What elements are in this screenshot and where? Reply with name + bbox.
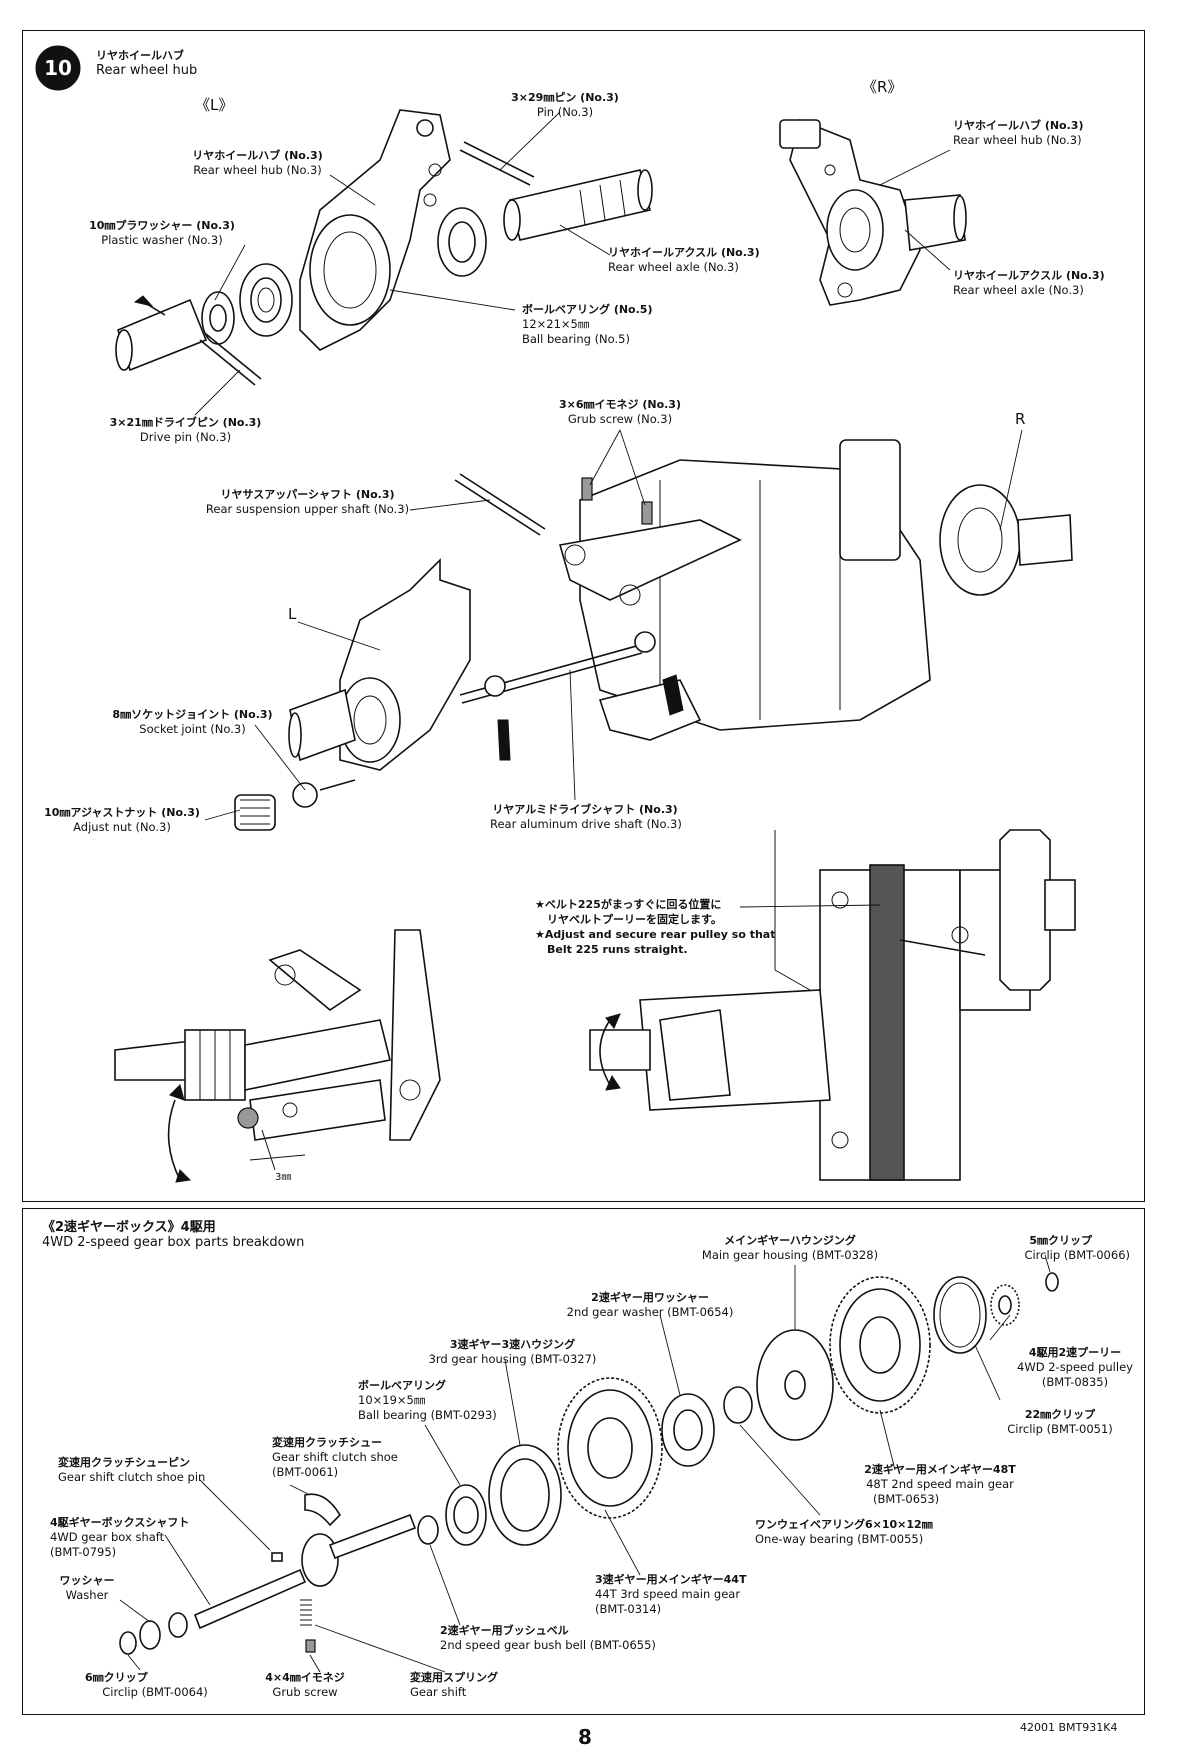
rear-wheel-hub-label-right: リヤホイールハブ (No.3) Rear wheel hub (No.3) (953, 119, 1084, 147)
bush-bell-label: 2速ギヤー用ブッシュベル 2nd speed gear bush bell (B… (440, 1624, 656, 1652)
gearbox-shaft-label: 4駆ギヤーボックスシャフト 4WD gear box shaft (BMT-07… (50, 1516, 190, 1559)
gear-shift-spring-label: 変速用スプリング Gear shift (410, 1671, 498, 1699)
page-number: 8 (578, 1725, 592, 1749)
one-way-bearing-label: ワンウェイベアリング6×10×12㎜ One-way bearing (BMT-… (755, 1518, 933, 1546)
washer-label: ワッシャー Washer (59, 1574, 115, 1602)
clutch-shoe-pin-label: 変速用クラッチシューピン Gear shift clutch shoe pin (58, 1456, 206, 1484)
main-gear-housing-label: メインギヤーハウンジング Main gear housing (BMT-0328… (701, 1234, 879, 1262)
document-code: 42001 BMT931K4 (1020, 1721, 1118, 1734)
gearbox-ball-bearing-label: ボールベアリング 10×19×5㎜ Ball bearing (BMT-0293… (358, 1379, 497, 1422)
plastic-washer-label: 10㎜プラワッシャー (No.3) Plastic washer (No.3) (89, 219, 235, 247)
dimension-3mm: 3㎜ (275, 1172, 292, 1183)
circlip-5mm-label: 5㎜クリップ Circlip (BMT-0066) (1024, 1234, 1130, 1262)
upper-shaft-label: リヤサスアッパーシャフト (No.3) Rear suspension uppe… (205, 488, 410, 516)
step-title-en: Rear wheel hub (96, 63, 198, 78)
socket-joint-label: 8㎜ソケットジョイント (No.3) Socket joint (No.3) (112, 708, 273, 736)
rear-wheel-hub-label-left: リヤホイールハブ (No.3) Rear wheel hub (No.3) (192, 149, 323, 177)
view-right-label: 《R》 (862, 78, 903, 96)
step-title: リヤホイールハブ Rear wheel hub (96, 48, 197, 78)
belt-note: ★ベルト225がまっすぐに回る位置に リヤベルトプーリーを固定します。 ★Adj… (535, 898, 776, 956)
step-number: 10 (44, 56, 72, 80)
2nd-gear-washer-label: 2速ギヤー用ワッシャー 2nd gear washer (BMT-0654) (566, 1291, 734, 1319)
rear-wheel-axle-label-left: リヤホイールアクスル (No.3) Rear wheel axle (No.3) (608, 246, 760, 274)
r-marker: R (1015, 410, 1026, 428)
view-left-label: 《L》 (195, 96, 234, 114)
right-hub-diagram (779, 118, 967, 306)
ball-bearing-label: ボールベアリング (No.5) 12×21×5㎜ Ball bearing (N… (522, 303, 653, 346)
44t-main-gear-label: 3速ギヤー用メインギヤー44T 44T 3rd speed main gear … (595, 1573, 747, 1616)
leader-lines-top (194, 111, 1023, 821)
drive-shaft-label: リヤアルミドライブシャフト (No.3) Rear aluminum drive… (490, 803, 682, 831)
pin-label: 3×29㎜ピン (No.3) Pin (No.3) (511, 91, 619, 119)
rear-suspension-assembly-diagram (234, 439, 1073, 831)
l-marker: L (288, 605, 297, 623)
gearbox-title: 《2速ギヤーボックス》4駆用 4WD 2-speed gear box part… (42, 1220, 305, 1250)
left-hub-exploded-diagram (115, 109, 653, 386)
drive-pin-label: 3×21㎜ドライブピン (No.3) Drive pin (No.3) (109, 416, 262, 444)
circlip-6mm-label: 6㎜クリップ Circlip (BMT-0064) (85, 1671, 208, 1699)
clutch-shoe-label: 変速用クラッチシュー Gear shift clutch shoe (BMT-0… (272, 1436, 398, 1479)
4wd-pulley-label: 4駆用2速プーリー 4WD 2-speed pulley (BMT-0835) (1017, 1346, 1133, 1389)
belt-pulley-detail-inset (589, 829, 1076, 1181)
48t-main-gear-label: 2速ギヤー用メインギヤー48T 48T 2nd speed main gear … (864, 1463, 1016, 1506)
grub-screw-4mm-label: 4×4㎜イモネジ Grub screw (265, 1671, 345, 1699)
camber-detail-inset (114, 929, 441, 1183)
circlip-22mm-label: 22㎜クリップ Circlip (BMT-0051) (1007, 1408, 1113, 1436)
3rd-gear-housing-label: 3速ギヤー3速ハウジング 3rd gear housing (BMT-0327) (428, 1338, 597, 1366)
step-title-jp: リヤホイールハブ (96, 49, 184, 62)
grub-screw-label: 3×6㎜イモネジ (No.3) Grub screw (No.3) (558, 398, 681, 426)
rear-wheel-axle-label-right: リヤホイールアクスル (No.3) Rear wheel axle (No.3) (953, 269, 1105, 297)
step-number-badge (35, 45, 81, 91)
adjust-nut-label: 10㎜アジャストナット (No.3) Adjust nut (No.3) (44, 806, 200, 834)
